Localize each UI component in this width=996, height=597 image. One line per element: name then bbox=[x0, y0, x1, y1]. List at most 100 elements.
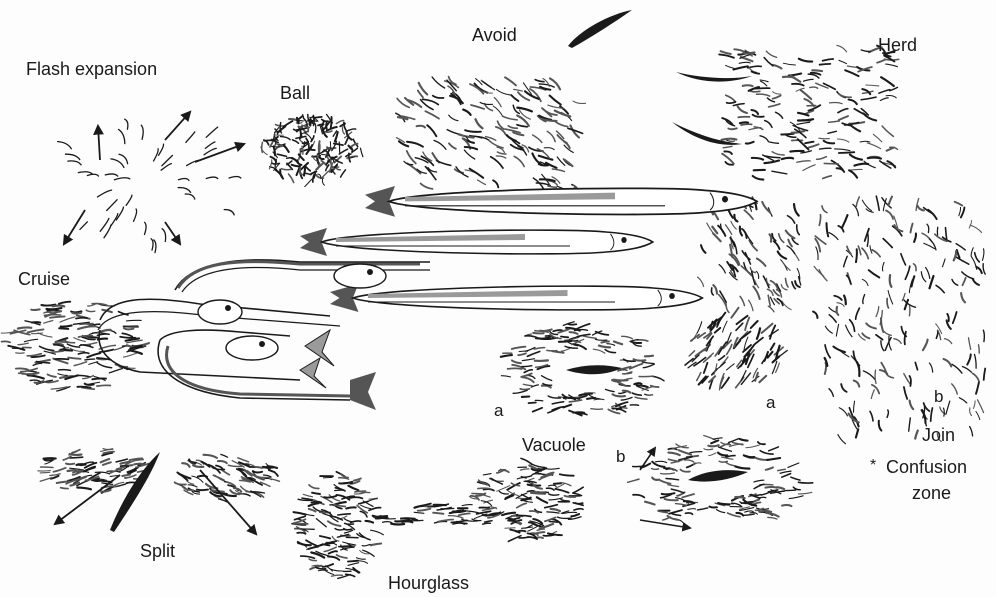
small-fish-mark bbox=[756, 271, 759, 278]
small-fish-mark bbox=[799, 59, 812, 62]
small-fish-mark bbox=[838, 109, 848, 113]
label-split: Split bbox=[140, 542, 175, 560]
small-fish-mark bbox=[282, 169, 292, 170]
small-fish-mark bbox=[549, 522, 557, 523]
small-fish-mark bbox=[697, 373, 701, 381]
small-fish-mark bbox=[497, 90, 511, 96]
small-fish-mark bbox=[944, 408, 945, 416]
small-fish-mark bbox=[328, 521, 341, 526]
small-fish-mark bbox=[740, 439, 748, 441]
small-fish-mark bbox=[723, 146, 732, 148]
small-fish-mark bbox=[876, 196, 879, 210]
small-fish-mark bbox=[780, 471, 791, 473]
small-fish-mark bbox=[726, 140, 735, 142]
label-join-a: a bbox=[766, 394, 775, 411]
small-fish-mark bbox=[151, 239, 153, 250]
small-fish-mark bbox=[613, 394, 625, 396]
small-fish-mark bbox=[85, 384, 94, 385]
small-fish-mark bbox=[835, 149, 850, 151]
small-fish-mark bbox=[78, 353, 88, 354]
small-fish-mark bbox=[80, 222, 88, 230]
small-fish-mark bbox=[304, 167, 305, 176]
small-fish-mark bbox=[493, 106, 503, 117]
small-fish-mark bbox=[905, 332, 906, 345]
small-fish-mark bbox=[842, 215, 847, 227]
small-fish-mark bbox=[643, 364, 654, 368]
small-fish-mark bbox=[505, 77, 516, 85]
small-fish-mark bbox=[718, 313, 726, 324]
small-fish-mark bbox=[348, 486, 358, 491]
small-fish-mark bbox=[539, 156, 553, 160]
small-fish-mark bbox=[886, 211, 893, 219]
small-fish-mark bbox=[944, 359, 952, 366]
small-fish-mark bbox=[688, 509, 696, 510]
small-fish-mark bbox=[58, 374, 67, 376]
small-fish-mark bbox=[229, 177, 241, 179]
small-fish-mark bbox=[786, 231, 795, 239]
small-fish-mark bbox=[923, 340, 928, 351]
small-fish-mark bbox=[309, 485, 319, 489]
small-fish-mark bbox=[823, 176, 832, 179]
label-vacuole: Vacuole bbox=[522, 436, 586, 454]
flash-expansion-school bbox=[58, 119, 241, 252]
small-fish-mark bbox=[956, 257, 969, 264]
small-fish-mark bbox=[943, 259, 946, 267]
small-fish-mark bbox=[32, 333, 43, 334]
small-fish-mark bbox=[533, 135, 542, 143]
small-fish-mark bbox=[104, 225, 111, 238]
small-fish-mark bbox=[727, 344, 732, 354]
small-fish-mark bbox=[145, 222, 147, 234]
small-fish-mark bbox=[339, 478, 349, 479]
small-fish-mark bbox=[876, 307, 879, 317]
small-fish-mark bbox=[197, 490, 208, 491]
small-fish-mark bbox=[911, 224, 913, 233]
label-join-b: b bbox=[934, 388, 943, 405]
small-fish-mark bbox=[483, 515, 493, 516]
small-fish-mark bbox=[758, 442, 765, 444]
small-fish-mark bbox=[633, 495, 644, 498]
small-fish-mark bbox=[520, 389, 529, 390]
small-fish-mark bbox=[322, 179, 324, 185]
small-fish-mark bbox=[868, 158, 881, 159]
small-fish-mark bbox=[760, 451, 773, 455]
small-fish-mark bbox=[909, 418, 911, 431]
small-fish-mark bbox=[27, 354, 41, 356]
small-fish-mark bbox=[929, 363, 932, 372]
small-fish-mark bbox=[856, 197, 859, 207]
small-fish-mark bbox=[29, 373, 39, 375]
small-fish-mark bbox=[264, 475, 272, 477]
small-fish-mark bbox=[66, 154, 80, 159]
small-fish-mark bbox=[271, 479, 279, 481]
small-fish-mark bbox=[551, 509, 560, 511]
small-fish-mark bbox=[303, 494, 312, 497]
small-fish-mark bbox=[587, 398, 595, 399]
small-fish-mark bbox=[863, 295, 865, 304]
small-fish-mark bbox=[552, 402, 563, 404]
small-fish-mark bbox=[698, 508, 708, 510]
small-fish-mark bbox=[798, 492, 812, 494]
small-fish-mark bbox=[779, 234, 784, 243]
join-a-school bbox=[685, 308, 787, 390]
small-fish-mark bbox=[48, 374, 56, 377]
small-fish-mark bbox=[305, 173, 311, 175]
small-fish-mark bbox=[122, 475, 130, 476]
small-fish-mark bbox=[178, 188, 191, 193]
small-fish-mark bbox=[72, 313, 81, 314]
small-fish-mark bbox=[205, 142, 215, 148]
small-fish-mark bbox=[669, 459, 679, 461]
small-fish-mark bbox=[793, 487, 800, 490]
small-fish-mark bbox=[704, 363, 708, 373]
small-fish-mark bbox=[820, 148, 831, 149]
small-fish-mark bbox=[962, 367, 971, 373]
small-fish-mark bbox=[781, 134, 793, 135]
small-fish-mark bbox=[86, 310, 95, 311]
small-fish-mark bbox=[302, 146, 303, 154]
small-fish-mark bbox=[60, 317, 75, 322]
small-fish-mark bbox=[778, 252, 787, 259]
small-fish-mark bbox=[745, 511, 753, 512]
small-fish-mark bbox=[31, 309, 40, 310]
small-fish-mark bbox=[518, 353, 526, 355]
small-fish-mark bbox=[856, 429, 858, 437]
small-fish-mark bbox=[726, 304, 729, 313]
small-fish-mark bbox=[869, 270, 880, 277]
